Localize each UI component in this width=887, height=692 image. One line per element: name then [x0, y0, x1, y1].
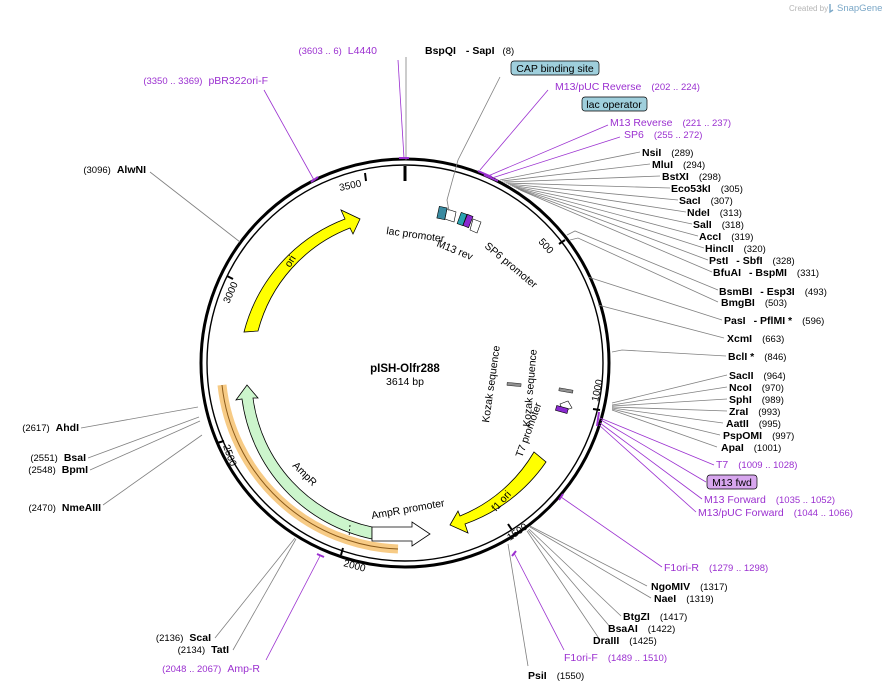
site-mlui[interactable]: MluI(294) [652, 159, 705, 171]
tick-label-3000: 3000 [222, 280, 241, 305]
primer-labels: (3603 .. 6)L4440 (3350 .. 3369)pBR322ori… [143, 45, 853, 675]
site-alwni[interactable]: (3096)AlwNI [83, 164, 146, 176]
tick-label-500: 500 [536, 237, 556, 257]
site-xcmi[interactable]: XcmI(663) [727, 333, 784, 345]
site-bmgbi[interactable]: BmgBI(503) [721, 297, 787, 309]
site-bsaai[interactable]: BsaAI(1422) [608, 623, 675, 635]
site-pspomi[interactable]: PspOMI(997) [723, 430, 794, 442]
site-zrai[interactable]: ZraI(993) [729, 406, 780, 418]
tick-label-2000: 2000 [342, 558, 367, 574]
primer-m13-puc-reverse[interactable]: M13/pUC Reverse(202 .. 224) [555, 81, 700, 93]
kozak-2-bar [558, 387, 574, 394]
watermark: Created by SnapGene [789, 3, 882, 14]
site-draiii[interactable]: DraIII(1425) [593, 635, 657, 647]
primer-f1ori-r[interactable]: F1ori-R(1279 .. 1298) [664, 562, 768, 574]
tick-3500 [364, 172, 367, 182]
tick-500 [558, 239, 566, 245]
site-scai[interactable]: (2136)ScaI [156, 632, 211, 644]
tick-label-3500: 3500 [338, 178, 362, 193]
site-eco53ki[interactable]: Eco53kI(305) [671, 183, 743, 195]
primer-pbr322ori-f[interactable]: (3350 .. 3369)pBR322ori-F [143, 75, 268, 87]
boxed-labels: CAP binding site lac operator M13 fwd [510, 60, 758, 490]
sp6-promoter-label: SP6 promoter [482, 240, 540, 291]
site-sali[interactable]: SalI(318) [693, 219, 744, 231]
site-ngomiv[interactable]: NgoMIV(1317) [651, 581, 728, 593]
site-nmeaiii[interactable]: (2470)NmeAIII [28, 502, 101, 514]
t7-promoter-label: T7 promoter [514, 401, 545, 459]
primer-m13-reverse[interactable]: M13 Reverse(221 .. 237) [610, 117, 731, 129]
site-bsai[interactable]: (2551)BsaI [30, 452, 86, 464]
ori-arrow[interactable] [243, 209, 361, 333]
m13-rev-box [456, 211, 468, 227]
site-nsii[interactable]: NsiI(289) [642, 147, 693, 159]
site-bstxi[interactable]: BstXI(298) [662, 171, 721, 183]
site-sacii[interactable]: SacII(964) [729, 370, 786, 382]
primer-l4440[interactable]: (3603 .. 6)L4440 [298, 45, 377, 57]
lac-operator-label-box[interactable] [581, 96, 648, 112]
primer-f1ori-f[interactable]: F1ori-F(1489 .. 1510) [564, 652, 667, 664]
tick-3000 [226, 275, 234, 280]
ampr-promoter-arrow[interactable] [371, 521, 431, 547]
cap-binding-site-box[interactable] [510, 60, 600, 76]
site-ahdi[interactable]: (2617)AhdI [22, 422, 79, 434]
watermark-created-by: Created by [789, 4, 828, 13]
site-leaders [80, 57, 728, 667]
site-labels: BspQI- SapI(8) NsiI(289) MluI(294) BstXI… [22, 45, 827, 682]
m13-fwd-box[interactable] [706, 474, 758, 490]
lac-operator-label: lac operator [586, 99, 642, 111]
primer-t7[interactable]: T7(1009 .. 1028) [716, 459, 797, 471]
site-btgzi[interactable]: BtgZI(1417) [623, 611, 687, 623]
site-tati[interactable]: (2134)TatI [178, 644, 229, 656]
tick-1000 [592, 408, 601, 411]
primer-m13-puc-forward[interactable]: M13/pUC Forward(1044 .. 1066) [698, 507, 853, 519]
site-bpmi[interactable]: (2548)BpmI [28, 464, 88, 476]
site-sphi[interactable]: SphI(989) [729, 394, 784, 406]
site-bspqi-sapi[interactable]: BspQI- SapI(8) [425, 45, 514, 57]
primer-leaders [263, 59, 715, 661]
cap-binding-site-label: CAP binding site [516, 63, 594, 75]
site-bfuai-bspmi[interactable]: BfuAI- BspMI(331) [713, 267, 819, 279]
m13-fwd-label: M13 fwd [712, 477, 752, 489]
plasmid-length: 3614 bp [386, 376, 424, 388]
kozak-1-bar [506, 382, 522, 387]
m13-rev-label: M13 rev [435, 238, 475, 264]
site-psii[interactable]: PsiI(1550) [528, 670, 584, 682]
site-psti-sbfi[interactable]: PstI- SbfI(328) [709, 255, 795, 267]
ampr-highlight-outline [221, 384, 399, 550]
f1-ori-arrow[interactable] [449, 451, 547, 534]
site-hincii[interactable]: HincII(320) [705, 243, 766, 255]
lac-promoter-arrow [444, 208, 457, 223]
primer-amp-r[interactable]: (2048 .. 2067)Amp-R [162, 663, 260, 675]
primer-m13-forward[interactable]: M13 Forward(1035 .. 1052) [704, 494, 835, 506]
site-aatii[interactable]: AatII(995) [726, 418, 781, 430]
site-apai[interactable]: ApaI(1001) [721, 442, 781, 454]
site-saci[interactable]: SacI(307) [679, 195, 733, 207]
backbone-inner-ring [206, 164, 604, 562]
site-ncoi[interactable]: NcoI(970) [729, 382, 784, 394]
t7-box [555, 405, 569, 414]
sp6-box [462, 213, 474, 229]
primer-sp6[interactable]: SP6(255 .. 272) [624, 129, 702, 141]
ori-label: ori [282, 253, 298, 269]
site-naei[interactable]: NaeI(1319) [654, 593, 714, 605]
sp6-promoter-arrow [469, 218, 482, 234]
ampr-promoter-label: AmpR promoter [370, 497, 446, 522]
ampr-arrow[interactable] [235, 384, 373, 540]
watermark-brand: SnapGene [837, 3, 882, 14]
site-ndei[interactable]: NdeI(313) [687, 207, 742, 219]
site-pasi-pflmi[interactable]: PasI- PflMI *(596) [724, 315, 824, 327]
kozak-1-label: Kozak sequence [480, 345, 503, 424]
site-bcli[interactable]: BclI *(846) [728, 351, 786, 363]
plasmid-name: pISH-Olfr288 [370, 363, 440, 375]
tick-2000 [340, 547, 344, 556]
site-bsmbi-esp3i[interactable]: BsmBI- Esp3I(493) [719, 286, 827, 298]
tick-label-1000: 1000 [590, 378, 605, 402]
snapgene-logo-icon [829, 4, 834, 14]
site-acci[interactable]: AccI(319) [699, 231, 753, 243]
tick-1500 [507, 523, 513, 531]
tick-2500 [216, 440, 225, 444]
